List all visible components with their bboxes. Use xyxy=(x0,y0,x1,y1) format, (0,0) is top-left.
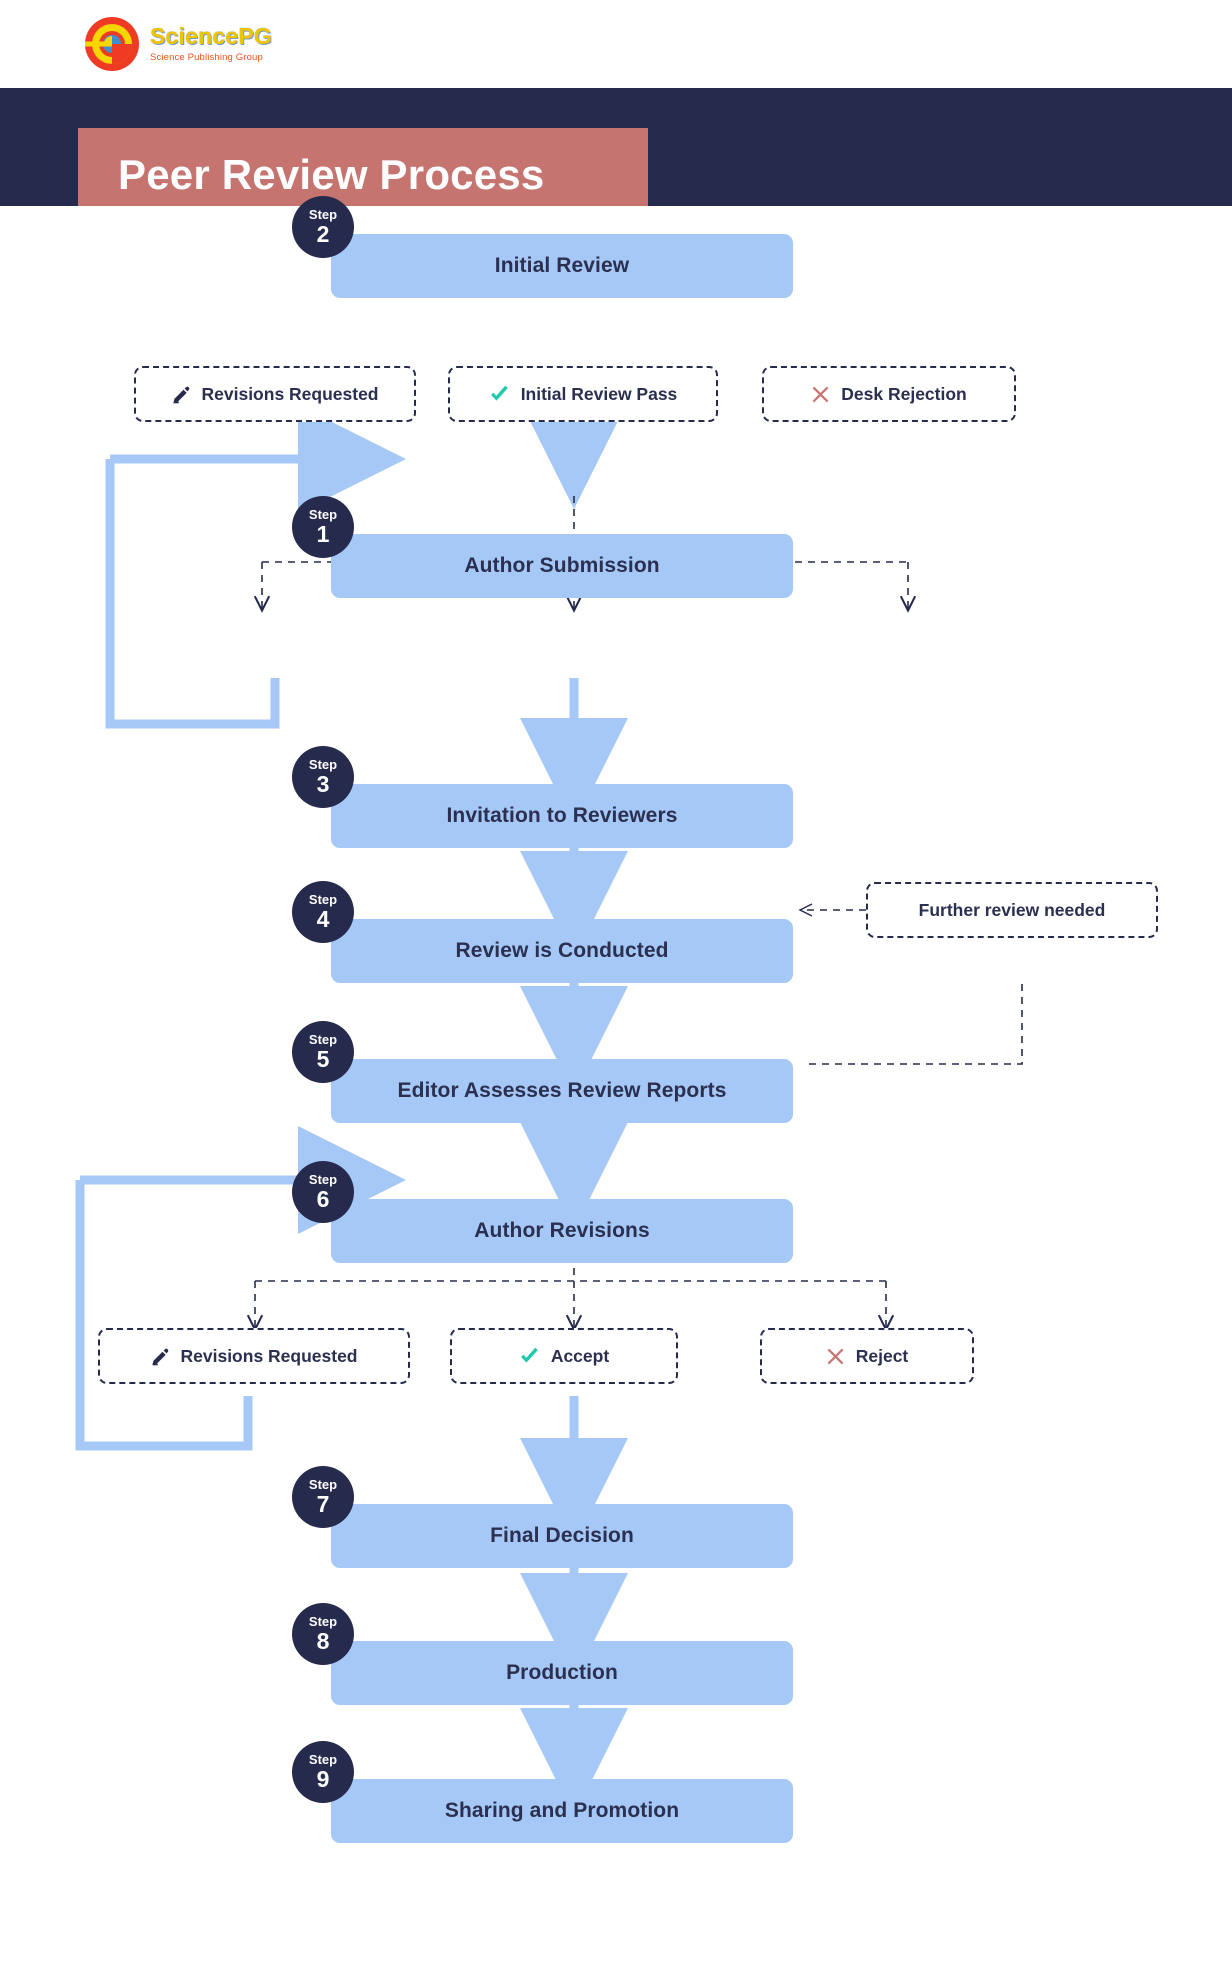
step-label: Initial Review xyxy=(494,254,630,277)
outcome-chip-revisions-requested-1[interactable]: Revisions Requested xyxy=(134,366,416,422)
sciencepg-circles-logo-icon xyxy=(85,17,139,71)
step-word: Step xyxy=(308,892,338,907)
step-label: Author Revisions xyxy=(474,1219,650,1242)
step-box-production[interactable]: Production xyxy=(331,1641,793,1705)
step-badge-4: Step 4 xyxy=(292,881,354,943)
brand-header: SciencePG Science Publishing Group xyxy=(0,0,1232,88)
check-icon xyxy=(489,384,510,405)
outcome-label: Revisions Requested xyxy=(201,383,379,404)
cross-icon xyxy=(811,385,830,404)
step-label: Editor Assesses Review Reports xyxy=(397,1079,727,1102)
outcome-chip-revisions-requested-2[interactable]: Revisions Requested xyxy=(98,1328,410,1384)
step-box-editor-assesses-review-reports[interactable]: Editor Assesses Review Reports xyxy=(331,1059,793,1123)
step-number: 2 xyxy=(316,221,330,247)
brand-tagline: Science Publishing Group xyxy=(150,52,263,64)
step-label: Production xyxy=(506,1661,618,1684)
step-word: Step xyxy=(308,1477,338,1492)
pencil-icon xyxy=(151,1347,170,1366)
step-word: Step xyxy=(308,1032,338,1047)
step-box-initial-review[interactable]: Initial Review xyxy=(331,234,793,298)
step-badge-8: Step 8 xyxy=(292,1603,354,1665)
outcome-chip-desk-rejection[interactable]: Desk Rejection xyxy=(762,366,1016,422)
step-word: Step xyxy=(308,1172,338,1187)
title-band: Peer Review Process xyxy=(0,88,1232,222)
pencil-icon xyxy=(172,385,191,404)
outcome-label: Reject xyxy=(855,1345,909,1366)
brand-logo[interactable]: SciencePG Science Publishing Group xyxy=(84,16,272,72)
step-label: Invitation to Reviewers xyxy=(446,804,678,827)
outcome-chip-accept[interactable]: Accept xyxy=(450,1328,678,1384)
check-icon xyxy=(519,1346,540,1367)
step-number: 8 xyxy=(316,1628,330,1654)
outcome-chip-reject[interactable]: Reject xyxy=(760,1328,974,1384)
outcome-chip-initial-review-pass[interactable]: Initial Review Pass xyxy=(448,366,718,422)
outcome-label: Revisions Requested xyxy=(180,1345,358,1366)
step-box-author-revisions[interactable]: Author Revisions xyxy=(331,1199,793,1263)
step-badge-2: Step 2 xyxy=(292,196,354,258)
step-number: 3 xyxy=(316,771,330,797)
note-further-review-needed[interactable]: Further review needed xyxy=(866,882,1158,938)
step-label: Final Decision xyxy=(490,1524,634,1547)
cross-icon xyxy=(826,1347,845,1366)
step-number: 9 xyxy=(316,1766,330,1792)
step-word: Step xyxy=(308,1752,338,1767)
flowchart-canvas: Step 1 Author Submission Step 2 Initial … xyxy=(0,196,1232,1986)
step-badge-3: Step 3 xyxy=(292,746,354,808)
step-number: 4 xyxy=(316,906,330,932)
step-label: Sharing and Promotion xyxy=(444,1799,680,1822)
step-box-invitation-to-reviewers[interactable]: Invitation to Reviewers xyxy=(331,784,793,848)
outcome-label: Initial Review Pass xyxy=(520,383,678,404)
step-box-sharing-and-promotion[interactable]: Sharing and Promotion xyxy=(331,1779,793,1843)
step-word: Step xyxy=(308,1614,338,1629)
step-box-author-submission[interactable]: Author Submission xyxy=(331,534,793,598)
step-badge-1: Step 1 xyxy=(292,496,354,558)
step-word: Step xyxy=(308,507,338,522)
step-box-review-is-conducted[interactable]: Review is Conducted xyxy=(331,919,793,983)
step-box-final-decision[interactable]: Final Decision xyxy=(331,1504,793,1568)
note-label: Further review needed xyxy=(918,899,1106,920)
step-number: 7 xyxy=(316,1491,330,1517)
step-number: 6 xyxy=(316,1186,330,1212)
step-word: Step xyxy=(308,757,338,772)
step-label: Review is Conducted xyxy=(455,939,669,962)
step-badge-9: Step 9 xyxy=(292,1741,354,1803)
page-title: Peer Review Process xyxy=(118,151,545,198)
step-number: 1 xyxy=(316,521,330,547)
step-label: Author Submission xyxy=(464,554,660,577)
step-word: Step xyxy=(308,207,338,222)
step-number: 5 xyxy=(316,1046,330,1072)
outcome-label: Desk Rejection xyxy=(841,383,967,404)
step-badge-7: Step 7 xyxy=(292,1466,354,1528)
outcome-label: Accept xyxy=(550,1345,610,1366)
brand-name: SciencePG xyxy=(150,23,272,50)
step-badge-6: Step 6 xyxy=(292,1161,354,1223)
step-badge-5: Step 5 xyxy=(292,1021,354,1083)
